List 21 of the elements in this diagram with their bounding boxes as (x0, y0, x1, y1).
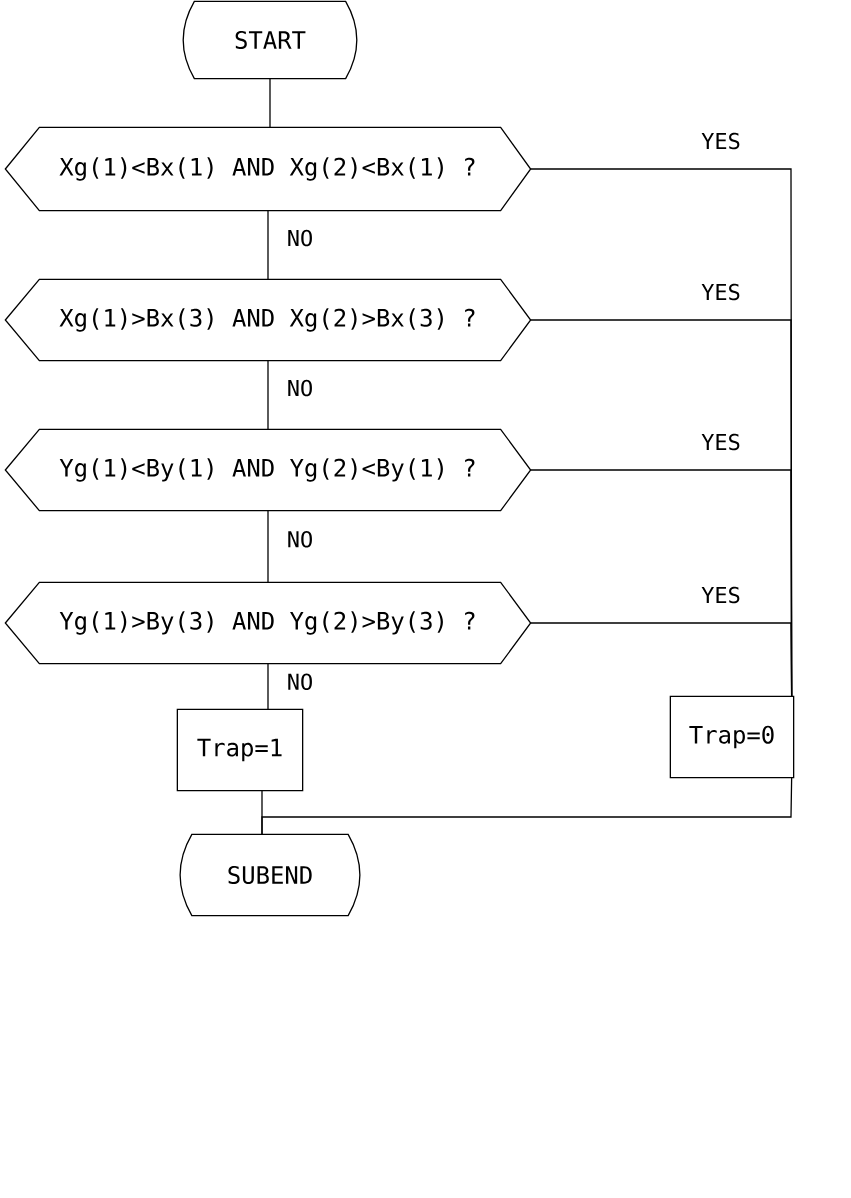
edge-label: YES (699, 431, 743, 453)
connector-line (530, 622, 793, 697)
edge-label: NO (284, 227, 316, 249)
edge-label: NO (284, 528, 316, 550)
edge-label: NO (284, 671, 316, 693)
connector-line (267, 663, 269, 710)
decision-hexagon: Xg(1)>Bx(3) AND Xg(2)>Bx(3) ? (4, 278, 532, 362)
edge-label: YES (699, 281, 743, 303)
process-box: Trap=1 (176, 708, 304, 792)
decision-hexagon: Yg(1)>By(3) AND Yg(2)>By(3) ? (4, 581, 532, 665)
process-box: Trap=0 (669, 695, 795, 779)
connector-line (269, 78, 271, 128)
decision-hexagon: Yg(1)<By(1) AND Yg(2)<By(1) ? (4, 428, 532, 512)
connector-line (267, 360, 269, 430)
decision-hexagon: Xg(1)<Bx(1) AND Xg(2)<Bx(1) ? (4, 126, 532, 212)
edge-label: NO (284, 377, 316, 399)
connector-line (261, 777, 793, 835)
edge-label: YES (699, 584, 743, 606)
connector-line (267, 210, 269, 280)
connector-line (267, 510, 269, 583)
edge-label: YES (699, 130, 743, 152)
